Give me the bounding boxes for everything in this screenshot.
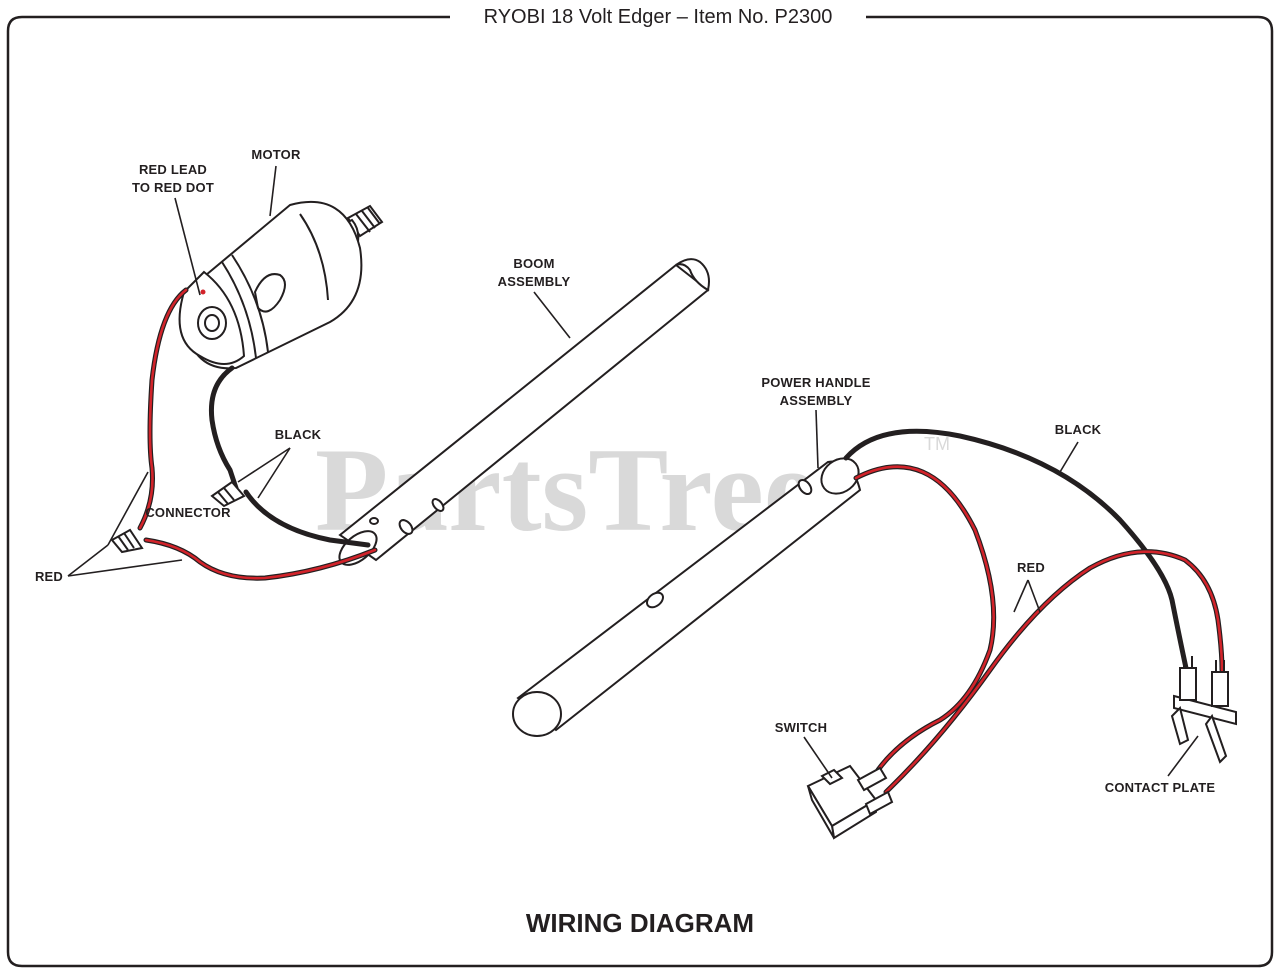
label-contact-plate: CONTACT PLATE <box>1105 780 1216 795</box>
label-black-left: BLACK <box>275 427 322 442</box>
labels: MOTOR RED LEAD TO RED DOT BOOM ASSEMBLY … <box>35 147 1215 795</box>
watermark-trademark: TM <box>924 434 950 454</box>
label-switch: SWITCH <box>775 720 827 735</box>
page-title: RYOBI 18 Volt Edger – Item No. P2300 <box>484 6 833 28</box>
label-red-lead-line-2: TO RED DOT <box>132 180 214 195</box>
label-black-right: BLACK <box>1055 422 1102 437</box>
label-motor: MOTOR <box>251 147 301 162</box>
black-wire-motor <box>208 365 239 491</box>
label-power-handle-line-1: POWER HANDLE <box>761 375 870 390</box>
label-red-left: RED <box>35 569 63 584</box>
black-connector <box>210 480 246 508</box>
diagram-frame <box>6 15 1274 968</box>
label-power-handle-line-2: ASSEMBLY <box>780 393 853 408</box>
label-connector: CONNECTOR <box>145 505 231 520</box>
black-wire-handle <box>843 428 1189 671</box>
label-red-lead-line-1: RED LEAD <box>139 162 207 177</box>
power-handle-assembly <box>512 457 862 737</box>
red-connector <box>110 528 144 554</box>
leader-lines <box>67 165 1199 779</box>
handle-wires <box>843 428 1225 795</box>
motor-wires <box>137 287 378 581</box>
label-boom-line-2: ASSEMBLY <box>498 274 571 289</box>
label-boom-line-1: BOOM <box>513 256 554 271</box>
contact-plate <box>1170 656 1237 764</box>
switch <box>806 764 894 840</box>
diagram-footer-title: WIRING DIAGRAM <box>526 908 754 938</box>
label-red-right: RED <box>1017 560 1045 575</box>
black-wire-boom <box>243 489 371 548</box>
motor <box>178 200 384 370</box>
